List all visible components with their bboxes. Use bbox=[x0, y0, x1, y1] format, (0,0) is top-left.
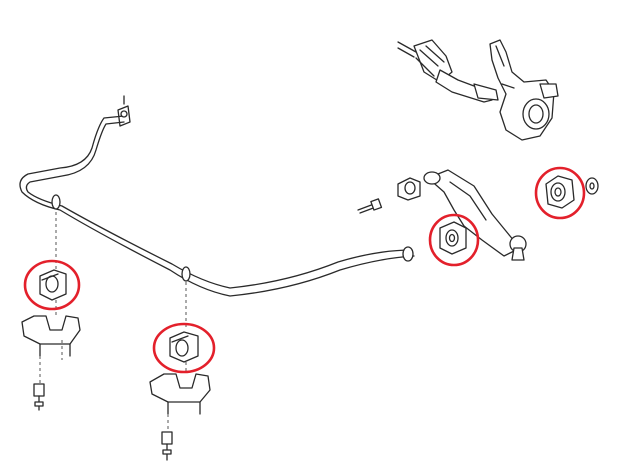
highlight-circle-front-arm-bushing bbox=[428, 213, 480, 267]
highlight-circle-left-bushing bbox=[23, 259, 81, 311]
mounting-bracket-icon bbox=[21, 212, 81, 411]
stabilizer-bar-icon bbox=[19, 95, 415, 297]
control-arm-rear-bushing-icon bbox=[545, 175, 575, 209]
highlight-circle-right-bushing bbox=[152, 322, 216, 374]
highlight-circle-rear-arm-bushing bbox=[534, 166, 586, 220]
ball-joint-icon bbox=[509, 235, 527, 261]
washer-icon bbox=[585, 177, 599, 195]
stabilizer-bushing-right-icon bbox=[169, 331, 199, 363]
bushing-icon bbox=[397, 177, 421, 201]
drive-shaft-icon bbox=[397, 39, 499, 103]
steering-knuckle-icon bbox=[489, 39, 559, 141]
control-arm-front-bushing-icon bbox=[439, 221, 467, 255]
lower-control-arm-icon bbox=[423, 169, 521, 257]
stabilizer-bushing-left-icon bbox=[39, 269, 67, 301]
highlight-circles bbox=[23, 166, 586, 374]
mounting-bracket-icon bbox=[149, 282, 211, 461]
bolt-icon bbox=[357, 198, 383, 214]
